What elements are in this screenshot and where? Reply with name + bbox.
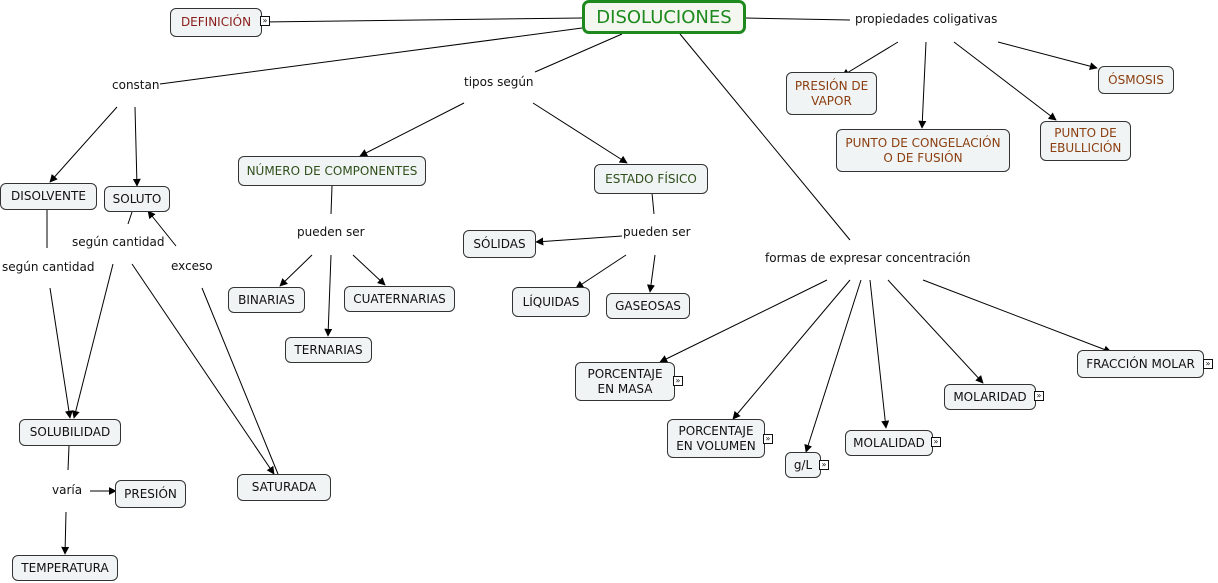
num-componentes-label: NÚMERO DE COMPONENTES (246, 163, 418, 178)
saturada-node[interactable]: SATURADA (237, 474, 331, 501)
porcentaje-volumen-node[interactable]: PORCENTAJE EN VOLUMEN (667, 419, 765, 458)
gaseosas-label: GASEOSAS (615, 298, 681, 313)
estado-fisico-label: ESTADO FÍSICO (605, 171, 697, 186)
fraccion-molar-label: FRACCIÓN MOLAR (1086, 356, 1195, 371)
gaseosas-node[interactable]: GASEOSAS (606, 293, 690, 319)
exceso-label: exceso (171, 259, 213, 273)
root-concept[interactable]: DISOLUCIONES (582, 0, 746, 34)
presion-label: PRESIÓN (124, 486, 177, 501)
propiedades-label: propiedades coligativas (855, 12, 998, 26)
ternarias-node[interactable]: TERNARIAS (285, 337, 372, 363)
gl-label: g/L (793, 457, 813, 472)
molaridad-node[interactable]: MOLARIDAD (944, 384, 1036, 410)
congelacion-line2: O DE FUSIÓN (883, 150, 963, 165)
congelacion-node[interactable]: PUNTO DE CONGELACIÓN O DE FUSIÓN (836, 129, 1010, 172)
document-link-icon[interactable]: » (260, 16, 270, 26)
solidas-node[interactable]: SÓLIDAS (463, 230, 536, 258)
presion-vapor-line2: VAPOR (811, 93, 852, 108)
ebullicion-line1: PUNTO DE (1054, 126, 1117, 140)
num-componentes-node[interactable]: NÚMERO DE COMPONENTES (238, 156, 426, 186)
segun-cantidad-label-right: según cantidad (72, 235, 165, 249)
molaridad-label: MOLARIDAD (953, 389, 1027, 404)
saturada-label: SATURADA (251, 480, 317, 494)
porcentaje-volumen-line2: EN VOLUMEN (676, 438, 756, 453)
document-link-icon[interactable]: » (1034, 391, 1044, 401)
cuaternarias-label: CUATERNARIAS (353, 291, 446, 306)
solidas-label: SÓLIDAS (473, 236, 526, 251)
molalidad-label: MOLALIDAD (853, 435, 925, 450)
disolvente-node[interactable]: DISOLVENTE (0, 183, 97, 210)
cuaternarias-node[interactable]: CUATERNARIAS (344, 286, 455, 312)
temperatura-node[interactable]: TEMPERATURA (12, 555, 118, 581)
osmosis-node[interactable]: ÓSMOSIS (1098, 66, 1174, 94)
constan-label: constan (112, 78, 160, 92)
soluto-node[interactable]: SOLUTO (104, 186, 170, 212)
molalidad-node[interactable]: MOLALIDAD (845, 430, 933, 456)
osmosis-label: ÓSMOSIS (1108, 72, 1164, 87)
liquidas-label: LÍQUIDAS (522, 294, 580, 309)
gl-node[interactable]: g/L (785, 452, 821, 478)
definicion-node[interactable]: DEFINICIÓN (170, 8, 262, 37)
document-link-icon[interactable]: » (673, 376, 683, 386)
presion-vapor-node[interactable]: PRESIÓN DE VAPOR (786, 72, 877, 115)
ternarias-label: TERNARIAS (294, 342, 363, 357)
disolvente-label: DISOLVENTE (11, 189, 86, 203)
ebullicion-node[interactable]: PUNTO DE EBULLICIÓN (1040, 121, 1131, 161)
segun-cantidad-label-left: según cantidad (2, 260, 95, 274)
porcentaje-masa-node[interactable]: PORCENTAJE EN MASA (575, 362, 675, 401)
tipos-label: tipos según (464, 75, 534, 89)
temperatura-label: TEMPERATURA (21, 560, 109, 575)
presion-node[interactable]: PRESIÓN (115, 480, 186, 508)
porcentaje-volumen-line1: PORCENTAJE (678, 423, 754, 438)
document-link-icon[interactable]: » (1203, 359, 1213, 369)
pueden-ser-label-1: pueden ser (297, 225, 365, 239)
document-link-icon[interactable]: » (819, 460, 829, 470)
porcentaje-masa-line1: PORCENTAJE (587, 366, 663, 381)
document-link-icon[interactable]: » (931, 437, 941, 447)
fraccion-molar-node[interactable]: FRACCIÓN MOLAR (1077, 350, 1204, 378)
liquidas-node[interactable]: LÍQUIDAS (512, 287, 590, 317)
presion-vapor-line1: PRESIÓN DE (794, 78, 869, 93)
solubilidad-node[interactable]: SOLUBILIDAD (19, 419, 121, 446)
ebullicion-line2: EBULLICIÓN (1049, 141, 1122, 155)
estado-fisico-node[interactable]: ESTADO FÍSICO (594, 164, 708, 194)
varia-label: varía (52, 483, 83, 497)
congelacion-line1: PUNTO DE CONGELACIÓN (845, 135, 1001, 150)
soluto-label: SOLUTO (112, 191, 162, 206)
formas-label: formas de expresar concentración (765, 251, 971, 265)
binarias-label: BINARIAS (238, 292, 295, 307)
definicion-label: DEFINICIÓN (180, 15, 252, 29)
solubilidad-label: SOLUBILIDAD (29, 425, 111, 439)
document-link-icon[interactable]: » (763, 434, 773, 444)
porcentaje-masa-line2: EN MASA (597, 381, 653, 396)
binarias-node[interactable]: BINARIAS (228, 287, 305, 313)
pueden-ser-label-2: pueden ser (623, 225, 691, 239)
root-label: DISOLUCIONES (596, 6, 732, 28)
